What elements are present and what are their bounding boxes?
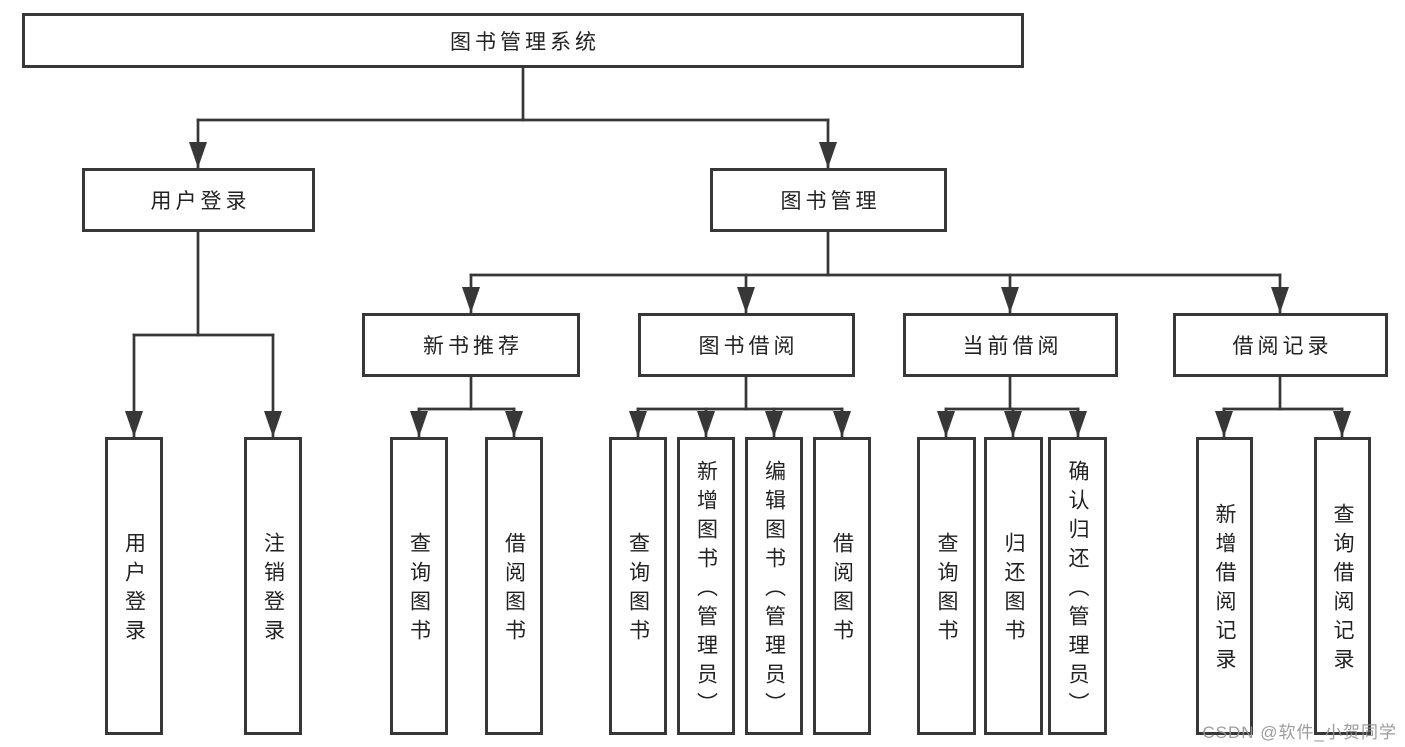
node-user-login: 用户登录 — [82, 168, 315, 232]
leaf-query-books-current: 查询图书 — [917, 437, 976, 735]
node-label: 新增图书（管理员） — [694, 459, 718, 721]
node-label: 借阅图书 — [830, 532, 854, 648]
connector-book-borrow-children — [629, 375, 851, 439]
csdn-watermark: CSDN @软件_小贺同学 — [1202, 723, 1397, 742]
connector-book-mgmt-children — [462, 230, 1289, 315]
node-library-system: 图书管理系统 — [22, 13, 1024, 68]
node-label: 新书推荐 — [423, 335, 523, 358]
connector-current-borrow-children — [937, 375, 1087, 439]
node-book-management: 图书管理 — [710, 168, 947, 232]
node-label: 当前借阅 — [962, 335, 1063, 358]
connector-user-login-children — [125, 230, 282, 439]
connector-new-book-rec-children — [410, 375, 523, 439]
leaf-return-books: 归还图书 — [984, 437, 1043, 735]
leaf-borrow-books-recommend: 借阅图书 — [485, 437, 543, 735]
node-label: 借阅记录 — [1232, 335, 1333, 358]
node-label: 确认归还（管理员） — [1066, 459, 1089, 721]
leaf-edit-books-admin: 编辑图书（管理员） — [745, 437, 803, 735]
node-label: 新增借阅记录 — [1213, 503, 1236, 677]
node-new-book-recommend: 新书推荐 — [362, 313, 580, 377]
node-book-borrowing: 图书借阅 — [638, 313, 855, 377]
leaf-query-borrow-record: 查询借阅记录 — [1314, 437, 1371, 735]
node-label: 借阅图书 — [502, 532, 526, 648]
node-current-borrowing: 当前借阅 — [903, 313, 1118, 377]
node-label: 查询图书 — [935, 532, 958, 648]
leaf-add-books-admin: 新增图书（管理员） — [677, 437, 735, 735]
connector-borrow-record-children — [1215, 375, 1351, 439]
node-label: 查询图书 — [626, 532, 650, 648]
leaf-logout: 注销登录 — [244, 437, 302, 735]
leaf-query-books-borrowing: 查询图书 — [609, 437, 667, 735]
node-borrowing-records: 借阅记录 — [1173, 313, 1388, 377]
leaf-user-login: 用户登录 — [105, 437, 163, 735]
leaf-borrow-books: 借阅图书 — [813, 437, 871, 735]
connector-root-to-level2 — [189, 66, 837, 170]
node-label: 用户登录 — [122, 532, 146, 648]
node-label: 图书借阅 — [698, 335, 799, 358]
leaf-query-books-recommend: 查询图书 — [390, 437, 448, 735]
node-label: 归还图书 — [1002, 532, 1025, 648]
node-label: 图书管理 — [780, 190, 881, 213]
node-label: 注销登录 — [261, 532, 285, 648]
node-label: 用户登录 — [150, 190, 251, 213]
leaf-confirm-return-admin: 确认归还（管理员） — [1048, 437, 1107, 735]
node-label: 查询图书 — [407, 532, 431, 648]
node-label: 图书管理系统 — [450, 30, 600, 54]
node-label: 编辑图书（管理员） — [762, 459, 786, 721]
node-label: 查询借阅记录 — [1331, 503, 1354, 677]
leaf-add-borrow-record: 新增借阅记录 — [1196, 437, 1253, 735]
